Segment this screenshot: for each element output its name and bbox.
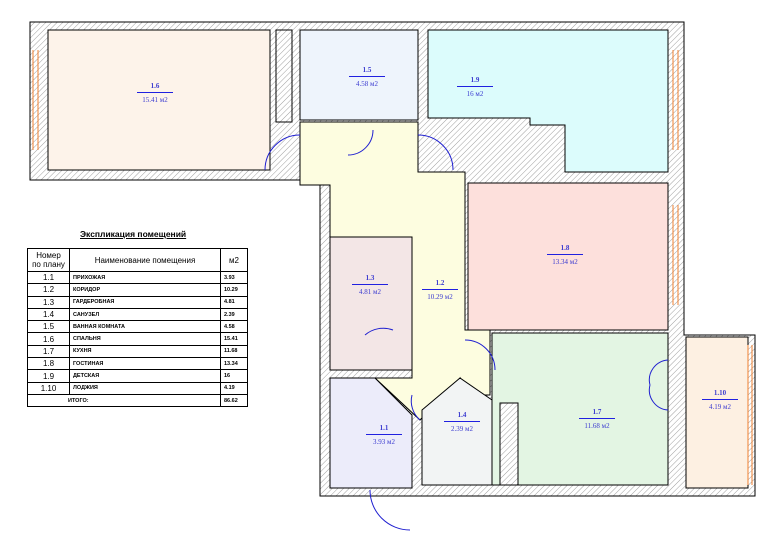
windows bbox=[32, 50, 753, 485]
cell-name: ДЕТСКАЯ bbox=[69, 369, 221, 383]
cell-area: 11.68 bbox=[220, 344, 248, 359]
cell-area: 4.58 bbox=[220, 320, 248, 334]
cell-num: 1.3 bbox=[27, 295, 70, 309]
cell-num: 1.10 bbox=[27, 381, 70, 395]
room-1.5 bbox=[299, 29, 419, 121]
cell-name: КОРИДОР bbox=[69, 283, 221, 297]
room-1.9 bbox=[427, 29, 669, 173]
room-1.10 bbox=[685, 336, 749, 489]
doors bbox=[264, 129, 669, 531]
cell-name: КУХНЯ bbox=[69, 344, 221, 359]
header-num: Номер по плану bbox=[27, 248, 70, 272]
cell-area: 2.39 bbox=[220, 307, 248, 322]
cell-num: 1.8 bbox=[27, 357, 70, 371]
cell-num: 1.7 bbox=[27, 344, 70, 359]
cell-name: СПАЛЬНЯ bbox=[69, 332, 221, 346]
explication-table: Номер по плану Наименование помещения м2… bbox=[27, 248, 248, 408]
cell-num: 1.9 bbox=[27, 369, 70, 383]
cell-name: ПРИХОЖАЯ bbox=[69, 270, 221, 285]
cell-area: 13.34 bbox=[220, 357, 248, 371]
room-1.3 bbox=[329, 236, 413, 371]
total-area: 86.62 bbox=[220, 393, 248, 408]
cell-name: САНУЗЕЛ bbox=[69, 307, 221, 322]
header-area: м2 bbox=[220, 248, 248, 272]
room-1.1 bbox=[329, 377, 413, 489]
cell-area: 16 bbox=[220, 369, 248, 383]
cell-num: 1.4 bbox=[27, 307, 70, 322]
room-1.8 bbox=[467, 182, 669, 331]
cell-area: 15.41 bbox=[220, 332, 248, 346]
explication-title: Экспликация помещений bbox=[80, 229, 187, 239]
wall-1 bbox=[499, 402, 519, 486]
cell-num: 1.2 bbox=[27, 283, 70, 297]
total-row: ИТОГО:86.62 bbox=[27, 393, 248, 408]
cell-area: 4.19 bbox=[220, 381, 248, 395]
room-1.6 bbox=[47, 29, 271, 171]
cell-num: 1.1 bbox=[27, 270, 70, 285]
cell-name: ЛОДЖИЯ bbox=[69, 381, 221, 395]
wall-2 bbox=[275, 29, 293, 123]
cell-num: 1.6 bbox=[27, 332, 70, 346]
cell-name: ГАРДЕРОБНАЯ bbox=[69, 295, 221, 309]
cell-name: ГОСТИНАЯ bbox=[69, 357, 221, 371]
total-label: ИТОГО: bbox=[27, 393, 221, 408]
cell-area: 4.81 bbox=[220, 295, 248, 309]
header-name: Наименование помещения bbox=[69, 248, 221, 272]
cell-num: 1.5 bbox=[27, 320, 70, 334]
room-1.7 bbox=[491, 332, 669, 486]
cell-area: 10.29 bbox=[220, 283, 248, 297]
cell-name: ВАННАЯ КОМНАТА bbox=[69, 320, 221, 334]
cell-area: 3.93 bbox=[220, 270, 248, 285]
